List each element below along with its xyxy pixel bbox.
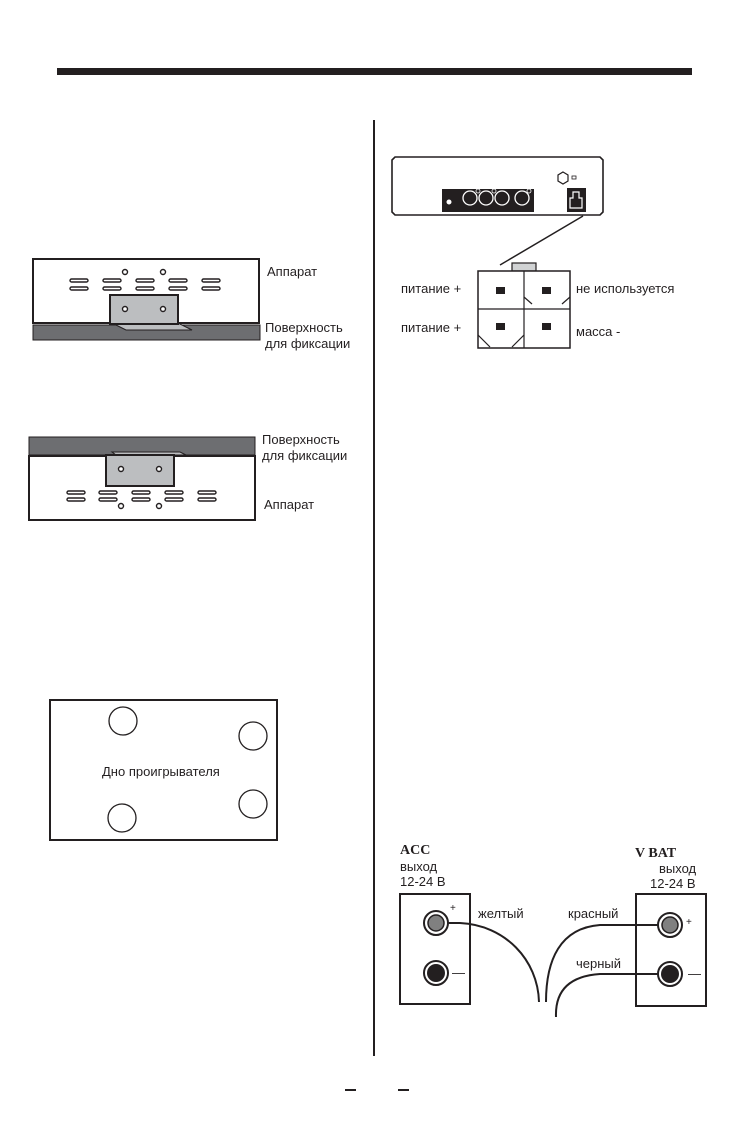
vbat-voltage-label: 12-24 В xyxy=(650,876,696,891)
player-bottom-label: Дно проигрывателя xyxy=(102,764,220,779)
red-wire-label: красный xyxy=(568,906,619,921)
vbat-title: V BAT xyxy=(635,846,677,861)
vbat-output-label: выход xyxy=(659,861,697,876)
acc-voltage-label: 12-24 В xyxy=(400,874,446,889)
power-wiring-diagram xyxy=(399,893,707,1018)
mount-above-diagram xyxy=(28,436,256,521)
yellow-wire xyxy=(448,922,540,1003)
pin xyxy=(496,323,505,330)
mounting-bracket xyxy=(109,294,179,325)
page-number-dash-left xyxy=(345,1089,356,1091)
black-wire-label: черный xyxy=(576,956,622,971)
pin-label-top-right: не используется xyxy=(576,281,675,296)
screw-hole xyxy=(159,268,167,276)
yellow-wire-label: желтый xyxy=(478,906,524,921)
bracket-screw xyxy=(159,305,167,313)
red-wire xyxy=(545,924,658,1003)
acc-minus-sign: — xyxy=(452,965,465,980)
pin xyxy=(496,287,505,294)
column-divider xyxy=(373,120,375,1056)
foot-circle xyxy=(107,803,137,833)
screw-hole xyxy=(121,268,129,276)
player-bottom-diagram xyxy=(49,699,278,841)
vbat-box xyxy=(635,893,707,1007)
foot-circle xyxy=(108,706,138,736)
leader-line xyxy=(499,215,584,266)
page-number-dash-right xyxy=(398,1089,409,1091)
screw-hole xyxy=(117,502,125,510)
screw-hole xyxy=(155,502,163,510)
vent-slots xyxy=(66,490,217,502)
surface-label: Поверхность xyxy=(265,320,343,335)
black-wire xyxy=(554,973,658,1018)
acc-title: ACC xyxy=(400,843,431,858)
device-label: Аппарат xyxy=(264,497,315,512)
header-rule xyxy=(57,68,692,75)
surface-label: для фиксации xyxy=(265,336,351,351)
vbat-minus-sign: — xyxy=(688,966,701,981)
mount-below-diagram xyxy=(32,258,261,341)
pin-label-bottom-right: масса - xyxy=(576,324,621,339)
device-label: Аппарат xyxy=(267,264,318,279)
surface-label: для фиксации xyxy=(262,448,348,463)
bracket-screw xyxy=(121,305,129,313)
bracket-screw xyxy=(117,465,125,473)
player-bottom-outline xyxy=(49,699,278,841)
pin-label-bottom-left: питание + xyxy=(401,320,462,335)
acc-plus-sign: + xyxy=(450,903,456,914)
surface-label: Поверхность xyxy=(262,432,340,447)
av-jack-right xyxy=(494,190,510,206)
foot-circle xyxy=(238,721,268,751)
foot-circle xyxy=(238,789,268,819)
ground-screw-icon xyxy=(557,171,569,185)
mounting-bracket xyxy=(105,454,175,487)
acc-output-label: выход xyxy=(400,859,438,874)
av-jack-coaxial xyxy=(514,190,530,206)
pin-label-top-left: питание + xyxy=(401,281,462,296)
bracket-screw xyxy=(155,465,163,473)
remote-jack xyxy=(445,198,453,206)
pin xyxy=(542,323,551,330)
vent-slots xyxy=(69,278,221,291)
vbat-plus-sign: + xyxy=(686,917,692,928)
av-jack-video xyxy=(462,190,478,206)
pin xyxy=(542,287,551,294)
rear-panel-diagram xyxy=(391,156,604,349)
av-jack-left xyxy=(478,190,494,206)
